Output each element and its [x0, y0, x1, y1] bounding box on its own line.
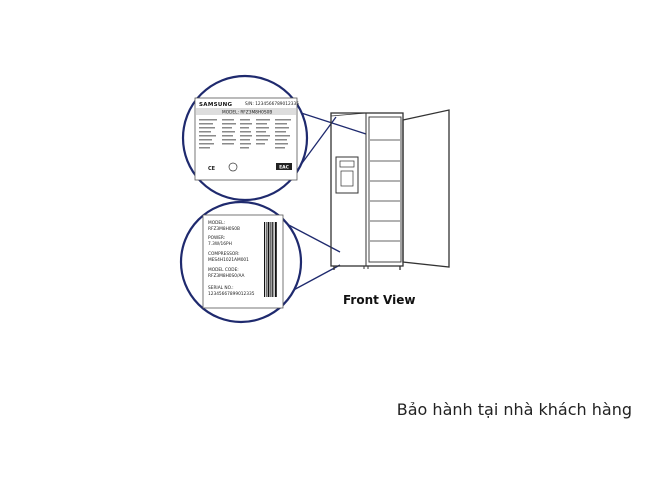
refrigerator [330, 109, 450, 270]
bottom-label-magnifier: MODEL: RFZ3M8H0S0B POWER: 7.3W/16PH COMP… [179, 200, 303, 324]
bottom-label-line-8: RFZ3M8H0S0/AA [208, 273, 245, 279]
top-label-magnifier: SAMSUNG S/N: 1234566789012335 MODEL: RFZ… [181, 74, 309, 202]
callout-line-top-1 [291, 109, 367, 135]
cert-circle-icon [228, 162, 238, 172]
bottom-label-line-4: 7.3W/16PH [208, 241, 232, 247]
bottom-label-line-6: MES4H1021AM001 [208, 257, 249, 263]
eac-mark: EAC [279, 165, 290, 171]
front-view-label: Front View [343, 293, 415, 307]
bottom-label-line-3: POWER: [208, 235, 225, 241]
label-spec-text [199, 119, 291, 149]
fridge-open-door [402, 109, 450, 268]
barcode-icon [264, 222, 277, 297]
label-serial: S/N: 1234566789012335 [245, 101, 299, 107]
warranty-caption: Bảo hành tại nhà khách hàng [396, 400, 632, 419]
fridge-interior [368, 116, 402, 263]
dispenser [335, 156, 359, 194]
bottom-product-label [202, 214, 284, 309]
bottom-label-line-10: 12345667899012335 [208, 291, 255, 297]
eac-mark-badge [276, 163, 292, 170]
bottom-label-line-1: MODEL: [208, 220, 225, 226]
bottom-label-line-5: COMPRESSOR: [208, 251, 240, 257]
bottom-label-line-7: MODEL CODE: [208, 267, 239, 273]
label-model: MODEL: RFZ3M8H0S0B [222, 110, 272, 116]
label-brand: SAMSUNG [199, 102, 233, 108]
fridge-body [330, 112, 404, 267]
ce-mark: CE [208, 166, 216, 172]
bottom-label-line-9: SERIAL NO.: [208, 285, 234, 291]
callout-line-bottom-2 [287, 264, 341, 294]
bottom-label-line-2: RFZ3M8H0S0B [208, 226, 240, 232]
